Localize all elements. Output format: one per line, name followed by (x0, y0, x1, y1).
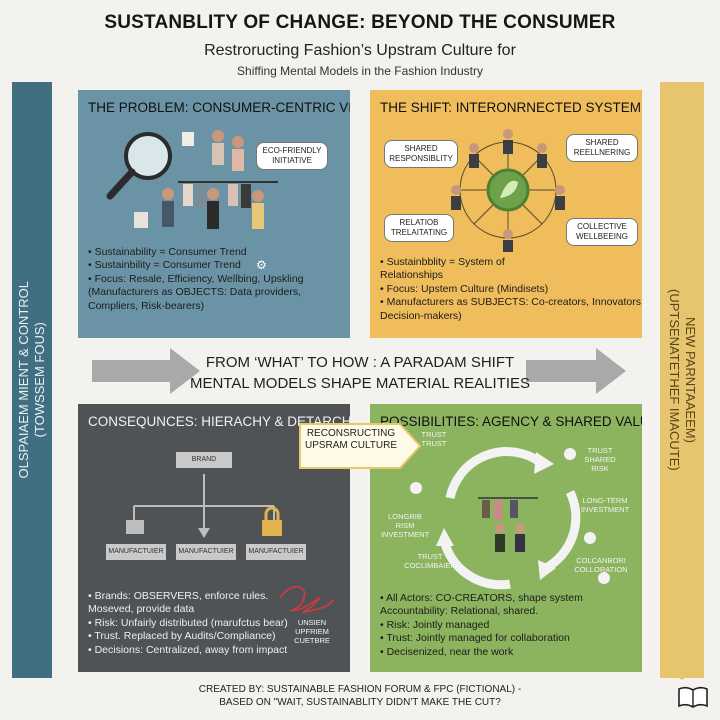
leaf-globe-icon (486, 168, 530, 212)
network-illustration (451, 129, 565, 252)
page-tagline: Shiffing Mental Models in the Fashion In… (237, 64, 483, 78)
padlock-icon (262, 506, 282, 536)
paradigm-shift-heading: FROM ‘WHAT’ TO HOW : A PARADAM SHIFT (205, 354, 515, 371)
reconstructing-label: RECONSRUCTING UPSRAM CULTURE (300, 428, 402, 452)
possibilities-bullets: • All Actors: CO-CREATORS, shape system … (380, 592, 583, 659)
consequences-bullet-3: • Risk: Unfairly distributed (marufctus … (88, 616, 288, 629)
unseen-upstream-label: UNSIEN UPFRIEM CUETBRE (294, 618, 330, 645)
collaborators-icon (478, 497, 538, 552)
problem-bullet-4: (Manufacturers as OBJECTS: Data provider… (88, 286, 301, 299)
consequences-bullet-1: • Brands: OBSERVERS, enforce rules. (88, 590, 269, 602)
trust-shared-risk-label: TRUST SHARED RISK (584, 446, 616, 473)
right-sidebar-line1: NEW PARNTAAEEM) (683, 317, 698, 443)
shift-bullet-2: Relationships (380, 269, 444, 282)
right-sidebar-arrow (660, 664, 704, 680)
shift-bullet-4: • Manufacturers as SUBJECTS: Co-creators… (380, 296, 642, 309)
reconstructing-line1: RECONSRUCTING (306, 428, 396, 439)
manufacturer-box-2: MANUFACTUIER (176, 544, 236, 560)
problem-bullet-3: • Focus: Resale, Efficiency, Wellbing, U… (88, 272, 304, 285)
right-arrow-icon (526, 348, 626, 394)
shoppers-icon (162, 130, 264, 229)
problem-title: THE PROBLEM: CONSUMER-CENTRIC VIEW (88, 100, 350, 115)
page-subtitle: Restroructing Fashion’s Upstram Culture … (204, 42, 516, 59)
consequences-bullet-4: • Trust. Replaced by Audits/Compliance) (88, 630, 276, 643)
shift-bullets: • Sustainbblity = System of Relationship… (380, 256, 642, 323)
clothing-rack-icon (178, 181, 278, 208)
problem-bullet-1: • Sustainability = Consumer Trend (88, 246, 247, 258)
shift-bullet-5: Decision-makers) (380, 309, 462, 322)
shift-title: THE SHIFT: INTERONRNECTED SYSTEM (380, 100, 642, 115)
people-network-icon (451, 129, 565, 252)
shared-reellnering-label: SHARED REELLNERING (566, 134, 638, 162)
right-sidebar-text: NEW PARNTAAEEM) (UPTSENATETHEF IMACUTE) (666, 289, 698, 471)
manufacturer-box-3: MANUFACTUIER (246, 544, 306, 560)
collective-wellbeeing-label: COLLECTIVE WELLBEEING (566, 218, 638, 246)
problem-bullets: • Sustainability = Consumer Trend • Sust… (88, 246, 304, 313)
trust-label: TRUST TRUST (421, 430, 447, 448)
cycle-arrows-icon (439, 447, 581, 590)
credit-line-2: BASED ON "WAIT, SUSTAINABLITY DIDN'T MAK… (219, 697, 501, 708)
possibilities-bullet-3: • Risk: Jointly managed (380, 618, 490, 631)
right-sidebar-banner: NEW PARNTAAEEM) (UPTSENATETHEF IMACUTE) (660, 82, 704, 678)
consequences-panel: CONSEQUNCES: HIERACHY & DETARCHENT BRAND… (78, 404, 350, 672)
reconstructing-arrow (299, 423, 422, 469)
consequences-bullet-5: • Decisions: Centralized, away from impa… (88, 643, 288, 656)
collaboration-label: COLCANBORI COLLORATION (574, 556, 628, 574)
problem-bullet-5: Compliers, Risk-bearers) (88, 299, 205, 312)
eco-friendly-callout: ECO-FRIENDLY INITIATIVE (256, 142, 328, 170)
relatiob-trelaitating-label: RELATIOB TRELAITATING (384, 214, 454, 242)
left-sidebar-banner: OLSPAIAEM MIENT & CONTROL (TOWSSEM FOUS) (12, 82, 52, 678)
possibilities-title: POSSIBILITIES: AGENCY & SHARED VALUE (380, 414, 642, 429)
reconstructing-line2: UPSRAM CULTURE (304, 440, 398, 451)
possibilities-bullet-1: • All Actors: CO-CREATORS, shape system (380, 592, 583, 604)
problem-illustration (106, 130, 278, 229)
brand-box: BRAND (176, 452, 232, 468)
problem-bullet-2: • Sustainbility = Consumer Trend (88, 259, 241, 272)
paradigm-arrows (92, 348, 626, 394)
shift-bullet-1: • Sustainbblity = System of (380, 256, 505, 268)
possibilities-bullet-4: • Trust: Jointly managed for collaborati… (380, 632, 570, 645)
possibilities-bullet-5: • Decisenized, near the work (380, 645, 514, 658)
tangled-scribble-icon (279, 585, 334, 614)
magnifying-glass-icon (106, 132, 172, 200)
consequences-title: CONSEQUNCES: HIERACHY & DETARCHENT (88, 414, 350, 429)
open-book-icon (678, 686, 708, 708)
manufacturer-box-1: MANUFACTUIER (106, 544, 166, 560)
problem-panel: THE PROBLEM: CONSUMER-CENTRIC VIEW (78, 90, 350, 338)
right-sidebar-line2: (UPTSENATETHEF IMACUTE) (667, 289, 682, 471)
credit-line-1: CREATED BY: SUSTAINABLE FASHION FORUM & … (198, 684, 522, 695)
shift-panel: THE SHIFT: INTERONRNECTED SYSTEM SHARED … (370, 90, 642, 338)
trust-coclimbaien-label: TRUST COCLIMBAIEN (404, 552, 456, 570)
shopping-bag-icon (134, 132, 194, 228)
shared-responsibility-label: SHARED RESPONSIBLITY (384, 140, 458, 168)
left-arrow-icon (92, 348, 200, 394)
shift-bullet-3: • Focus: Upstem Culture (Mindisets) (380, 282, 549, 295)
long-term-investment-label: LONG-TERM INVESTMENT (580, 496, 630, 514)
consequences-bullet-2: Moseved, provide data (88, 603, 195, 616)
possibilities-bullet-2: Accountability: Relational, shared. (380, 605, 539, 618)
hierarchy-diagram (126, 474, 282, 538)
cycle-illustration (410, 447, 610, 590)
seedling-icon (410, 448, 610, 584)
page-title: SUSTANBLITY OF CHANGE: BEYOND THE CONSUM… (104, 12, 616, 33)
longer-risk-investment-label: LONGRIB RISM INVESTMENT (380, 512, 430, 539)
consequences-bullets: • Brands: OBSERVERS, enforce rules. Mose… (88, 590, 288, 657)
gear-icon: ⚙ (256, 258, 267, 272)
mental-models-heading: MENTAL MODELS SHAPE MATERIAL REALITIES (189, 375, 531, 392)
